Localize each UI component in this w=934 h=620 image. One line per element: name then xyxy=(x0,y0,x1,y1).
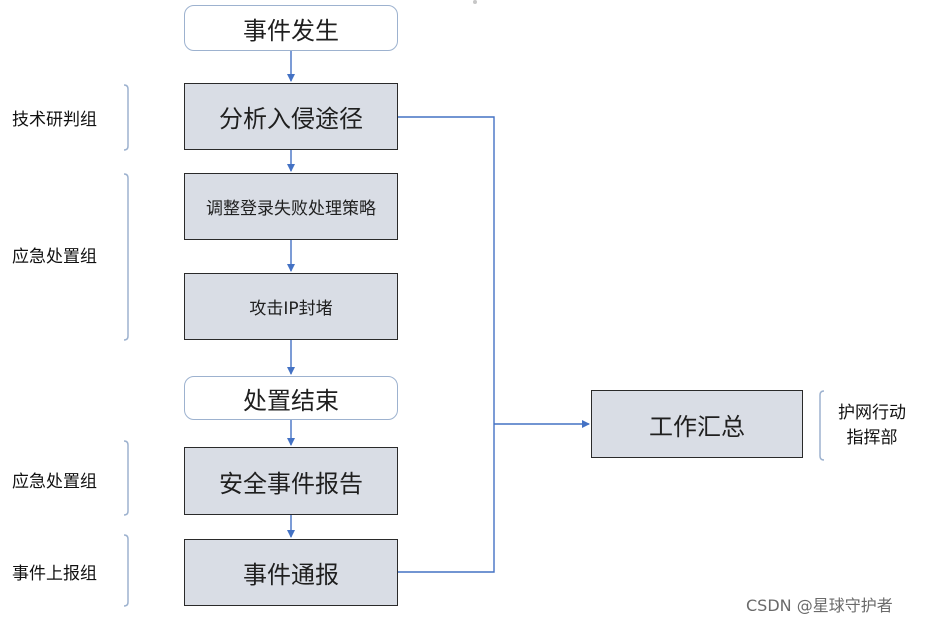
bracket-emergency-1 xyxy=(123,173,129,341)
node-security-report-label: 安全事件报告 xyxy=(219,469,363,498)
bracket-emergency-2 xyxy=(123,440,129,516)
group-label-emergency-1: 应急处置组 xyxy=(12,247,97,267)
node-event-notify-label: 事件通报 xyxy=(243,561,339,589)
group-label-report: 事件上报组 xyxy=(12,564,97,584)
node-handling-end: 处置结束 xyxy=(184,376,398,420)
stray-dot xyxy=(473,0,477,4)
node-work-summary: 工作汇总 xyxy=(591,390,803,458)
node-work-summary-label: 工作汇总 xyxy=(649,412,745,441)
connector-notify-to-summary xyxy=(398,424,495,573)
node-analyze-intrusion-label: 分析入侵途径 xyxy=(219,105,363,133)
node-analyze-intrusion: 分析入侵途径 xyxy=(184,83,398,150)
node-handling-end-label: 处置结束 xyxy=(243,386,339,415)
node-block-ip-label: 攻击IP封堵 xyxy=(249,299,333,319)
group-label-tech: 技术研判组 xyxy=(12,110,97,130)
bracket-tech xyxy=(123,84,129,151)
node-event-start-label: 事件发生 xyxy=(243,16,339,45)
watermark: CSDN @星球守护者 xyxy=(746,596,893,615)
node-security-report: 安全事件报告 xyxy=(184,447,398,515)
bracket-command xyxy=(819,390,825,461)
node-event-notify: 事件通报 xyxy=(184,539,398,606)
node-block-ip: 攻击IP封堵 xyxy=(184,273,398,340)
node-event-start: 事件发生 xyxy=(184,5,398,51)
node-adjust-policy: 调整登录失败处理策略 xyxy=(184,173,398,240)
connector-analyze-to-summary xyxy=(398,116,495,424)
group-label-emergency-2: 应急处置组 xyxy=(12,472,97,492)
group-label-command: 护网行动 指挥部 xyxy=(838,401,906,451)
bracket-report xyxy=(123,534,129,607)
group-label-command-line1: 护网行动 xyxy=(838,403,906,423)
node-adjust-policy-label: 调整登录失败处理策略 xyxy=(206,199,376,219)
group-label-command-line2: 指挥部 xyxy=(846,428,898,448)
